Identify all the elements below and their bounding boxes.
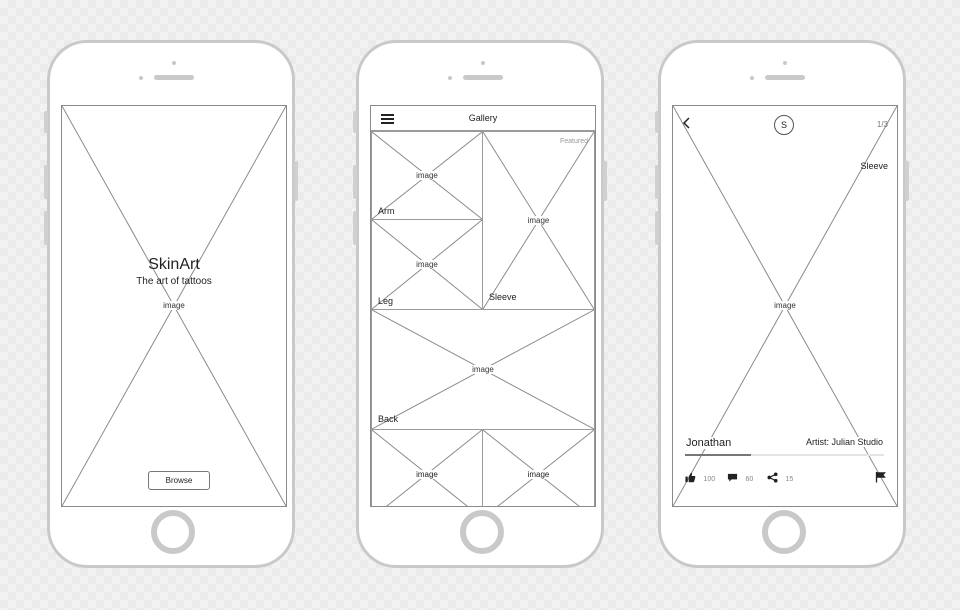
tile-sleeve-featured[interactable]: image Featured Sleeve: [482, 131, 595, 310]
back-arrow-icon[interactable]: [681, 116, 693, 130]
featured-badge: Featured: [559, 138, 588, 145]
browse-button[interactable]: Browse: [148, 471, 210, 490]
comment-button[interactable]: 60: [727, 470, 753, 484]
share-count: 15: [785, 475, 794, 483]
phone-frame-1: image SkinArt The art of tattoos Browse: [44, 40, 298, 568]
side-button: [655, 111, 659, 133]
side-button: [44, 211, 48, 245]
front-camera: [448, 76, 452, 80]
tile-bottom-right[interactable]: image: [482, 429, 595, 506]
image-label: image: [415, 259, 439, 269]
side-button: [353, 211, 357, 245]
side-button: [655, 211, 659, 245]
like-button[interactable]: 100: [685, 470, 715, 484]
share-icon: [767, 470, 778, 488]
share-button[interactable]: 15: [767, 470, 793, 484]
front-camera: [750, 76, 754, 80]
speaker-grille: [463, 75, 503, 80]
side-button: [905, 161, 909, 201]
image-label: image: [162, 301, 186, 310]
progress-fill: [685, 454, 751, 456]
tile-bottom-left[interactable]: image: [371, 429, 483, 506]
front-camera: [139, 76, 143, 80]
front-sensor: [481, 61, 485, 65]
tile-label-back: Back: [378, 414, 399, 424]
speaker-grille: [765, 75, 805, 80]
gallery-header: Gallery: [371, 106, 595, 131]
progress-track: [685, 454, 884, 456]
comment-icon: [727, 470, 738, 488]
app-title: SkinArt: [148, 256, 200, 273]
gallery-title: Gallery: [468, 113, 498, 123]
image-label: image: [773, 301, 797, 310]
speaker-grille: [154, 75, 194, 80]
image-label: image: [415, 470, 439, 479]
category-label: Sleeve: [860, 161, 888, 171]
app-tagline: The art of tattoos: [136, 276, 212, 287]
phone-frame-3: image S 1/3 Sleeve Jonathan Artist: Juli…: [655, 40, 909, 568]
tile-back[interactable]: image Back: [371, 309, 595, 430]
tile-label-sleeve: Sleeve: [489, 292, 517, 302]
gallery-screen: Gallery image Arm image Leg: [370, 105, 596, 507]
image-label: image: [415, 170, 439, 180]
image-label: image: [526, 470, 551, 479]
side-button: [353, 165, 357, 199]
artist-name[interactable]: Artist: Julian Studio: [804, 437, 884, 447]
detail-screen: image S 1/3 Sleeve Jonathan Artist: Juli…: [672, 105, 898, 507]
thumbs-up-icon: [685, 470, 696, 488]
home-button[interactable]: [460, 510, 504, 554]
background-image-placeholder: image: [62, 106, 286, 506]
front-sensor: [783, 61, 787, 65]
splash-screen: image SkinArt The art of tattoos Browse: [61, 105, 287, 507]
info-panel: Jonathan Artist: Julian Studio 100: [673, 432, 897, 506]
phone-frame-2: Gallery image Arm image Leg: [353, 40, 607, 568]
image-label: image: [471, 364, 495, 374]
tile-leg[interactable]: image Leg: [371, 219, 483, 310]
home-button[interactable]: [151, 510, 195, 554]
side-button: [353, 111, 357, 133]
image-label: image: [526, 215, 551, 225]
user-name[interactable]: Jonathan: [685, 437, 733, 449]
tile-arm[interactable]: image Arm: [371, 131, 483, 220]
hamburger-icon[interactable]: [381, 114, 394, 124]
home-button[interactable]: [762, 510, 806, 554]
front-sensor: [172, 61, 176, 65]
like-count: 100: [703, 475, 716, 483]
page-indicator: 1/3: [876, 120, 888, 129]
side-button: [44, 111, 48, 133]
side-button: [44, 165, 48, 199]
artist-avatar[interactable]: S: [774, 115, 794, 135]
side-button: [294, 161, 298, 201]
avatar-letter: S: [780, 120, 787, 130]
side-button: [603, 161, 607, 201]
flag-icon[interactable]: [875, 470, 887, 483]
comment-count: 60: [745, 475, 754, 483]
tile-label-leg: Leg: [378, 296, 394, 306]
side-button: [655, 165, 659, 199]
tile-label-arm: Arm: [378, 206, 395, 216]
